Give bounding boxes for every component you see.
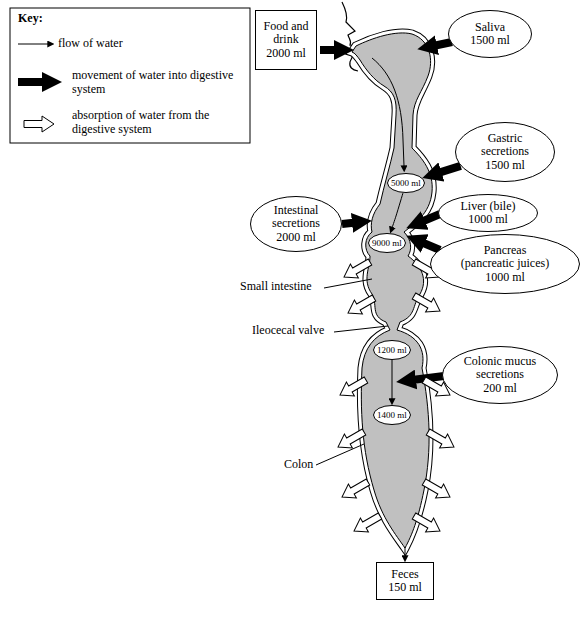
absorption-arrow: [350, 509, 384, 538]
flow-arrow: [392, 360, 393, 399]
ellipse-outline: [449, 11, 532, 58]
ellipse-outline: [374, 406, 411, 425]
node-name: Feces: [391, 568, 418, 581]
legend-entry: movement of water into digestive system: [72, 69, 242, 97]
intake-box: Food and drink2000 ml: [255, 10, 317, 70]
absorption-arrow: [424, 425, 458, 454]
node-name: 1400 ml: [377, 410, 407, 420]
ellipse-outline: [443, 347, 558, 404]
absorption-arrow: [420, 475, 454, 504]
node-name: Gastric secretions: [465, 132, 545, 159]
leader-line: [334, 326, 388, 332]
legend-text: absorption of water from the digestive s…: [72, 108, 209, 136]
tract-lumen: [352, 33, 432, 548]
volume-value: 1000 ml: [468, 213, 508, 226]
inflow-sample: [18, 78, 46, 86]
absorption-arrow: [410, 509, 444, 538]
volume-ellipse: 1400 ml: [373, 405, 411, 425]
ellipse-outline: [388, 174, 425, 193]
flow-arrow: [372, 58, 404, 166]
output-box: Feces150 ml: [376, 562, 434, 600]
node-name: Colonic mucus secretions: [458, 355, 542, 382]
node-name: Pancreas (pancreatic juices): [457, 244, 553, 271]
legend-text: flow of water: [58, 36, 123, 50]
part-name: Small intestine: [240, 280, 312, 294]
leader-line: [316, 444, 364, 465]
part-name: Ileocecal valve: [252, 324, 324, 338]
ellipse-outline: [374, 341, 411, 360]
volume-ellipse: 5000 ml: [387, 173, 425, 193]
node-name: Food and drink: [257, 20, 315, 47]
absorption-arrow: [336, 373, 370, 402]
absorption-arrow: [338, 475, 372, 504]
node-name: 1200 ml: [377, 345, 407, 355]
ellipse-outline: [431, 235, 580, 294]
key-heading: Key:: [18, 12, 43, 26]
legend-entry: flow of water: [58, 37, 238, 51]
volume-value: 2000 ml: [266, 47, 306, 60]
node-name: 9000 ml: [372, 238, 402, 248]
source-ellipse: Intestinal secretions2000 ml: [250, 196, 342, 252]
volume-value: 1000 ml: [485, 271, 525, 284]
part-name: Colon: [284, 458, 313, 472]
flow-arrow: [405, 547, 406, 556]
ellipse-outline: [251, 197, 342, 252]
inflow-arrow: [421, 214, 440, 222]
volume-value: 200 ml: [483, 382, 517, 395]
legend-text: movement of water into digestive system: [72, 68, 233, 96]
volume-value: 2000 ml: [276, 231, 316, 244]
source-ellipse: Colonic mucus secretions200 ml: [442, 346, 558, 404]
absorption-arrow: [344, 291, 378, 320]
source-ellipse: Saliva1500 ml: [448, 10, 532, 58]
legend-entry: absorption of water from the digestive s…: [72, 109, 242, 137]
inflow-arrow: [433, 42, 452, 46]
absorption-sample: [24, 116, 54, 132]
volume-ellipse: 9000 ml: [368, 233, 406, 253]
volume-value: 150 ml: [388, 581, 422, 594]
volume-value: 1500 ml: [470, 34, 510, 47]
ellipse-outline: [456, 123, 555, 182]
source-ellipse: Pancreas (pancreatic juices)1000 ml: [430, 234, 580, 294]
node-name: Liver (bile): [461, 200, 516, 213]
volume-value: 1500 ml: [485, 159, 525, 172]
volume-ellipse: 1200 ml: [373, 340, 411, 360]
absorption-arrow: [410, 289, 444, 318]
leader-line: [324, 279, 372, 288]
tract-wall: [352, 33, 432, 548]
ellipse-outline: [369, 234, 406, 253]
inflow-arrow: [320, 46, 338, 54]
source-ellipse: Liver (bile)1000 ml: [438, 194, 538, 232]
ellipse-outline: [439, 195, 538, 232]
flow-sample: [18, 44, 48, 45]
inflow-arrow: [421, 242, 440, 250]
flow-arrow: [392, 193, 403, 228]
key-frame: [10, 8, 250, 143]
tract-wall: [352, 33, 432, 548]
node-name: Saliva: [475, 21, 505, 34]
node-name: Intestinal secretions: [260, 204, 332, 231]
inflow-arrow: [342, 223, 356, 225]
node-name: 5000 ml: [391, 178, 421, 188]
source-ellipse: Gastric secretions1500 ml: [455, 122, 555, 182]
inflow-arrow: [438, 166, 461, 173]
